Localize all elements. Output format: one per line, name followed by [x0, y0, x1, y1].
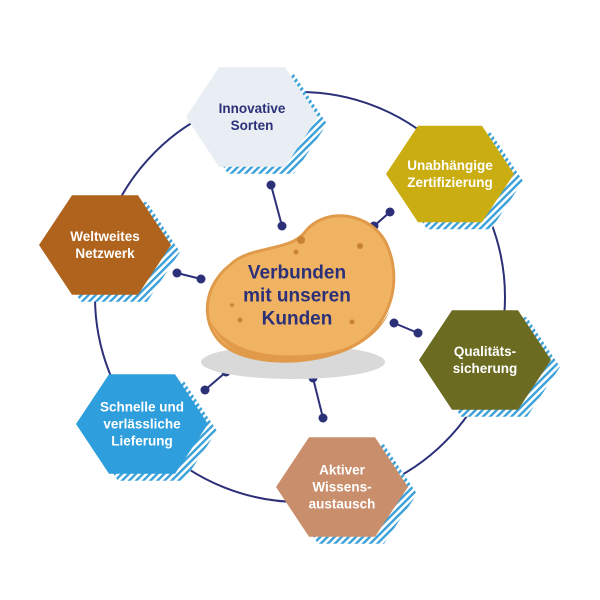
potato-illustration [201, 214, 396, 379]
node-label-qualitaetssicherung: Qualitäts- sicherung [452, 344, 518, 376]
connector-dot [172, 268, 182, 278]
potato-spot [293, 249, 299, 255]
hexagon [39, 195, 171, 295]
connector-dot [277, 221, 287, 231]
connector-dot [318, 413, 328, 423]
hex-node-unabhaengige-zertifizierung [386, 125, 523, 230]
connector-dot [196, 274, 206, 284]
potato-spot [349, 319, 355, 325]
hex-node-aktiver-wissensaustausch [276, 437, 417, 544]
center-label: Verbunden mit unseren Kunden [243, 262, 351, 330]
potato-underside [210, 310, 390, 363]
connector-dot [200, 385, 210, 395]
hexagon [76, 374, 208, 474]
hexagons [39, 67, 560, 544]
potato-spot [297, 236, 305, 244]
node-label-schnelle-lieferung: Schnelle und verlässliche Lieferung [99, 399, 184, 449]
hexagon [419, 310, 551, 410]
hexagon [186, 67, 318, 167]
connector-dot [413, 328, 423, 338]
connector-line [312, 377, 324, 419]
node-label-weltweites-netzwerk: Weltweites Netzwerk [70, 229, 140, 261]
hex-node-schnelle-lieferung [76, 374, 217, 481]
potato-spot [357, 243, 363, 249]
hexagon [276, 437, 408, 537]
potato-spot [237, 317, 243, 323]
potato-spot [230, 303, 234, 307]
hex-node-innovative-sorten [186, 67, 327, 174]
connector-dot [385, 207, 395, 217]
node-label-unabhaengige-zertifizierung: Unabhängige Zertifizierung [407, 158, 493, 190]
hexagon [386, 125, 514, 223]
hex-node-qualitaetssicherung [419, 310, 560, 417]
connector-dot [266, 180, 276, 190]
hex-node-weltweites-netzwerk [39, 195, 180, 302]
connectors [172, 180, 423, 423]
connector-line [270, 184, 283, 227]
node-label-innovative-sorten: Innovative Sorten [218, 101, 286, 133]
potato-body [205, 214, 396, 363]
connector-dot [389, 318, 399, 328]
connector-line [204, 371, 227, 391]
node-label-aktiver-wissensaustausch: Aktiver Wissens- austausch [308, 462, 376, 512]
